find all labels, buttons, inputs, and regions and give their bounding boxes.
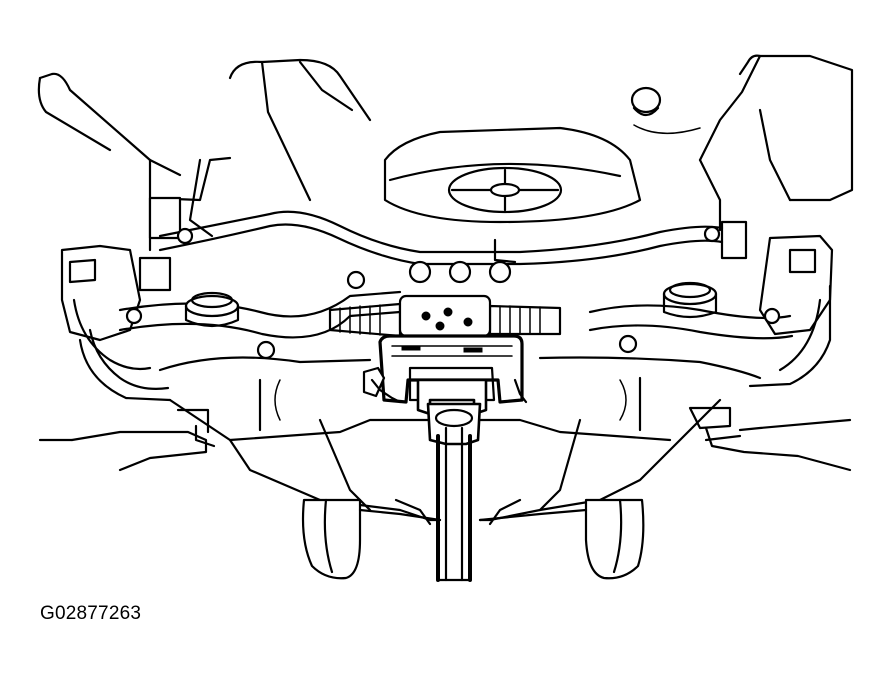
engine-upper-outline bbox=[37, 54, 854, 202]
right-side-sill bbox=[688, 406, 852, 472]
left-side-sill bbox=[38, 408, 216, 472]
right-brake-assembly bbox=[698, 158, 834, 388]
right-rear-wheel bbox=[584, 498, 645, 580]
right-bushing bbox=[662, 281, 718, 319]
center-drive-boots bbox=[328, 238, 562, 338]
engine-sump bbox=[383, 126, 642, 224]
cap-icon bbox=[630, 86, 701, 135]
stabilizer-bar bbox=[158, 210, 724, 266]
front-crossmember bbox=[118, 270, 794, 380]
jack-saddle-details bbox=[370, 378, 528, 404]
left-bushing bbox=[184, 291, 240, 328]
left-rear-wheel bbox=[301, 498, 362, 580]
left-brake-assembly bbox=[60, 156, 232, 402]
figure-code: G02877263 bbox=[40, 603, 142, 624]
jack-icon bbox=[362, 334, 524, 582]
rear-axle bbox=[358, 498, 588, 526]
